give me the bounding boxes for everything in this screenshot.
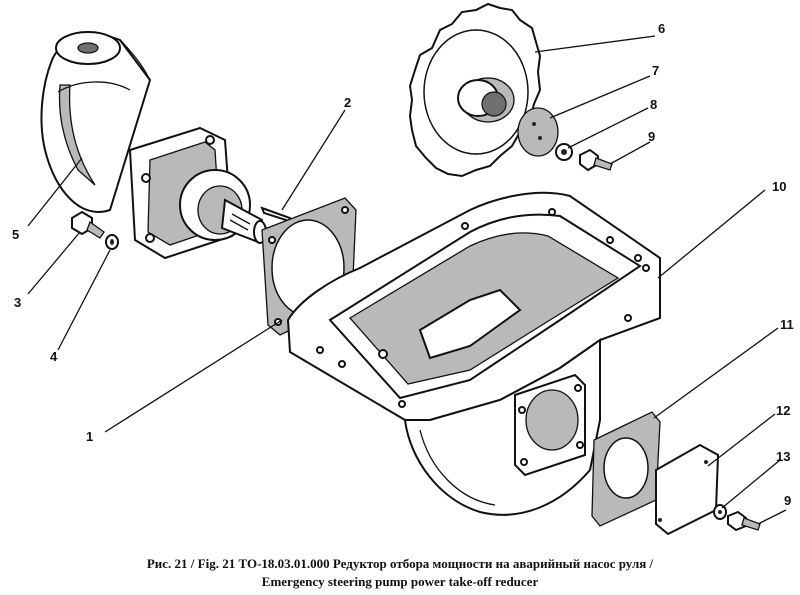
callout-9-top: 9 (648, 129, 656, 144)
pump-motor-part-5 (40, 31, 267, 260)
callout-1: 1 (86, 429, 94, 444)
callout-2: 2 (344, 95, 352, 110)
housing-part-10 (286, 191, 661, 516)
gasket-part-11 (591, 411, 661, 527)
callout-7: 7 (652, 63, 660, 78)
callout-8: 8 (650, 97, 658, 112)
washer-part-13 (713, 504, 727, 520)
bolt-part-9-top (579, 148, 613, 172)
callout-13: 13 (776, 449, 791, 464)
callout-6: 6 (658, 21, 666, 36)
callout-9-bottom: 9 (784, 493, 792, 508)
leader-lines (27, 35, 787, 525)
bolt-part-9-bottom (727, 510, 761, 532)
exploded-assembly-drawing (27, 2, 787, 536)
gear-part-6 (408, 2, 542, 178)
callout-10: 10 (772, 179, 787, 194)
spring-washer-part-4 (105, 234, 119, 250)
bolt-part-3 (71, 210, 105, 239)
callout-11: 11 (780, 317, 794, 332)
callout-3: 3 (14, 295, 22, 310)
washer-part-8 (555, 143, 573, 161)
callout-4: 4 (50, 349, 58, 364)
callout-12: 12 (776, 403, 791, 418)
figure-caption-line-2: Emergency steering pump power take-off r… (261, 574, 539, 589)
callout-5: 5 (12, 227, 20, 242)
cover-part-12 (655, 443, 720, 536)
figure-caption-line-1: Рис. 21 / Fig. 21 ТО-18.03.01.000 Редукт… (146, 556, 654, 571)
lock-plate-part-7 (517, 107, 559, 157)
